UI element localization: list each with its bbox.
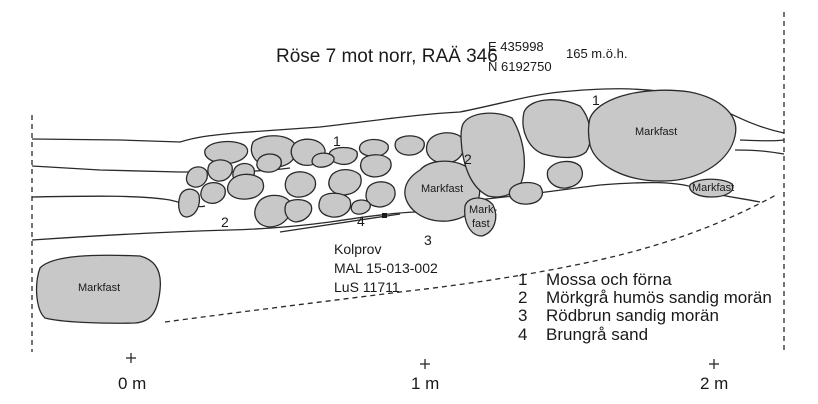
stone [358,138,389,158]
stone [185,166,208,188]
sample-label-2: MAL 15-013-002 [334,260,438,276]
right-boundary-slope [739,139,785,142]
legend-number: 1 [518,270,527,289]
legend-number: 2 [518,288,527,307]
sample-label-3: LuS 11711 [334,279,400,295]
legend-number: 3 [518,306,527,325]
scale-label-0: 0 m [118,374,146,393]
stone [404,160,481,222]
stone [464,197,497,237]
stone [546,160,583,189]
northing: N 6192750 [488,59,552,74]
legend-text: Mossa och förna [546,270,672,289]
legend-text: Mörkgrå humös sandig morän [546,288,772,307]
stone [365,181,396,208]
scale-label-1: 1 m [411,374,439,393]
stone [227,173,265,200]
stone [256,153,282,173]
stone [207,159,233,182]
sample-label-1: Kolprov [334,241,381,257]
scale-marker-2 [709,359,719,369]
markfast-label: Markfast [692,182,734,194]
stone [178,188,201,218]
legend-text: Rödbrun sandig morän [546,306,719,325]
stone [200,181,226,204]
stone [359,154,392,178]
stone [587,89,737,182]
stone [394,135,425,156]
markfast-label: Markfast [635,126,677,138]
stone [204,140,249,165]
stone [350,199,371,215]
stone [284,171,317,198]
markfast-split-label: Mark- [469,204,497,216]
layer-label-4: 4 [357,213,365,229]
markfast-split-label: fast [472,218,490,230]
stone [689,178,734,198]
stone [328,169,362,196]
legend: 1 Mossa och förna 2 Mörkgrå humös sandig… [518,270,772,344]
scale-marker-1 [420,359,430,369]
stone [35,254,162,324]
stone [318,192,352,218]
layer-boundary-2 [31,211,421,241]
stone [426,132,465,164]
elevation: 165 m.ö.h. [566,46,627,61]
markfast-label: Markfast [78,282,120,294]
drawing-title: Röse 7 mot norr, RAÄ 346 [276,46,498,67]
layer-label-2: 2 [464,151,472,167]
markfast-label: Markfast [421,183,463,195]
scale-marker-0 [126,353,136,363]
scale-label-2: 2 m [700,374,728,393]
stone [508,181,543,205]
stone [254,194,292,228]
sample-marker [382,213,387,218]
easting: E 435998 [488,39,544,54]
layer-label-1: 1 [592,92,600,108]
layer-label-2: 2 [221,214,229,230]
legend-number: 4 [518,325,527,344]
right-lower-line [734,149,785,155]
stone [522,99,591,159]
layer-label-3: 3 [424,232,432,248]
layer-label-1: 1 [333,133,341,149]
stone [311,152,335,168]
stone [284,198,313,223]
legend-text: Brungrå sand [546,325,648,344]
